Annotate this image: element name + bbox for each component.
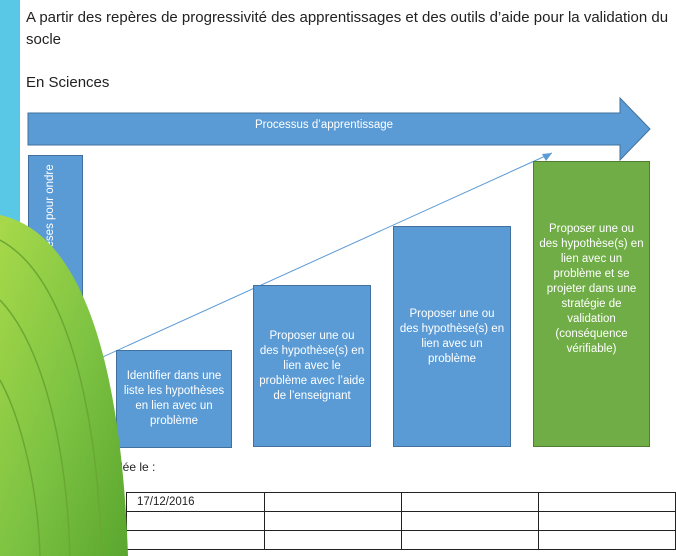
step-1-text: Identifier dans une liste les hypothèses…	[123, 370, 225, 427]
step-box-1: Identifier dans une liste les hypothèses…	[116, 350, 232, 448]
step-box-3: Proposer une ou des hypothèse(s) en lien…	[393, 226, 511, 447]
table-cell	[537, 530, 676, 550]
table-row	[126, 511, 676, 531]
leaf-vein-1	[0, 239, 103, 556]
table-cell	[263, 530, 402, 550]
step-box-2: Proposer une ou des hypothèse(s) en lien…	[253, 285, 371, 447]
section-title: En Sciences	[26, 74, 110, 91]
validation-table: 17/12/2016	[126, 492, 676, 550]
leaf-shape-icon	[0, 215, 128, 556]
leaf-vein-3	[0, 379, 41, 556]
step-box-4: Proposer une ou des hypothèse(s) en lien…	[533, 161, 650, 447]
document-page: A partir des repères de progressivité de…	[20, 0, 676, 556]
intro-text: A partir des repères de progressivité de…	[26, 9, 669, 48]
step-2-text: Proposer une ou des hypothèse(s) en lien…	[259, 329, 365, 402]
table-row	[126, 530, 676, 550]
step-3-text: Proposer une ou des hypothèse(s) en lien…	[399, 307, 505, 365]
validated-label: dée le :	[116, 460, 156, 474]
process-label: Processus d’apprentissage	[255, 119, 394, 131]
process-arrow	[27, 96, 651, 162]
step-4-text: Proposer une ou des hypothèse(s) en lien…	[539, 223, 644, 355]
trend-arrowhead	[542, 153, 552, 161]
leaf-vein-2	[0, 299, 71, 556]
